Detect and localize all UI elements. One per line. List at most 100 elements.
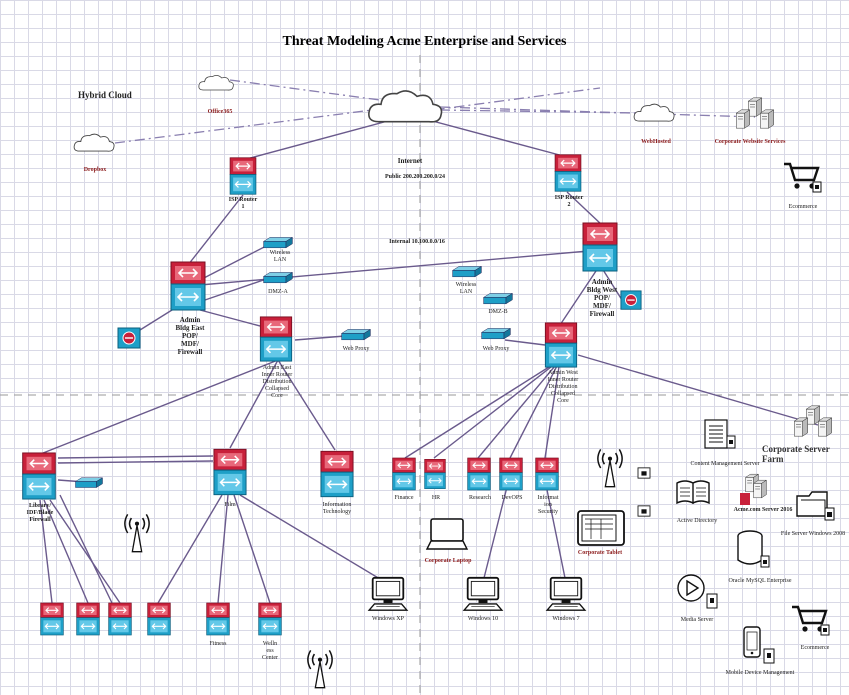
dropbox-cloud-icon xyxy=(73,133,115,152)
admin-east-firewall-icon xyxy=(117,327,141,349)
corporate-tablet-icon xyxy=(577,510,625,546)
internet-label: Internet xyxy=(397,157,423,165)
public-subnet-label: Public 200.200.200.0/24 xyxy=(384,174,445,180)
finance-router-icon xyxy=(392,457,416,491)
webhosted-label: WebHosted xyxy=(641,139,671,145)
admin-east-router-icon xyxy=(170,261,206,311)
isp-router-1-icon xyxy=(229,157,257,195)
it-label: Information Technology xyxy=(322,502,352,515)
acme-server-label: Acme.com Server 2016 xyxy=(733,507,793,513)
wireless-antenna-icon xyxy=(307,649,333,689)
admin-east-label: Admin Bldg East POP/ MDF/ Firewall xyxy=(175,316,205,356)
windows-7-label: Windows 7 xyxy=(552,616,580,622)
admin-west-firewall-icon xyxy=(620,290,642,310)
network-links xyxy=(37,114,819,604)
office365-cloud-icon xyxy=(198,74,234,91)
wireless-lan-east-switch-icon xyxy=(263,237,293,249)
fitness-router-icon xyxy=(206,602,230,636)
corporate-tablet-label: Corporate Tablet xyxy=(577,550,623,556)
web-proxy-west-label: Web Proxy xyxy=(482,346,510,352)
wireless-lan-west-label: Wireless LAN xyxy=(455,282,477,295)
wellness-label: Welln ess Center xyxy=(262,641,278,661)
isp-router-1-label: ISP Router 1 xyxy=(228,197,258,210)
ecommerce-top-label: Ecommerce xyxy=(788,204,818,210)
corporate-website-servers-icon xyxy=(736,97,774,129)
wireless-lan-west-switch-icon xyxy=(452,266,482,278)
core-east-label: Admin East Inner Router Distribution Col… xyxy=(261,365,293,399)
dmz-a-label: DMZ-A xyxy=(268,289,288,295)
core-east-router-icon xyxy=(259,316,293,362)
mobile-device-management-icon xyxy=(743,626,775,664)
library-edge-router-3-icon xyxy=(108,602,132,636)
it-router-icon xyxy=(320,450,354,498)
web-proxy-west-icon xyxy=(481,328,511,340)
film-label: Film xyxy=(224,502,236,508)
security-agent-icon xyxy=(637,467,651,479)
dropbox-label: Dropbox xyxy=(83,167,107,173)
ecommerce-cart-icon xyxy=(782,162,822,194)
mysql-database-icon xyxy=(737,530,770,568)
ecommerce-bottom-cart-icon xyxy=(790,605,830,637)
research-router-icon xyxy=(467,457,491,491)
infosec-router-icon xyxy=(535,457,559,491)
web-proxy-east-label: Web Proxy xyxy=(342,346,370,352)
corporate-website-label: Corporate Website Services xyxy=(714,139,786,145)
isp-router-2-label: ISP Router 2 xyxy=(554,195,584,208)
security-agent-icon xyxy=(637,505,651,517)
library-switch-icon xyxy=(75,477,103,488)
mysql-label: Oracle MySQL Enterprise xyxy=(728,578,792,584)
dmz-b-label: DMZ-B xyxy=(488,309,508,315)
windows-7-workstation-icon xyxy=(546,576,586,612)
devops-router-icon xyxy=(499,457,523,491)
library-edge-router-1-icon xyxy=(40,602,64,636)
active-directory-label: Active Directory xyxy=(676,518,718,524)
file-server-folder-icon xyxy=(796,491,835,521)
dmz-a-switch-icon xyxy=(263,272,293,284)
dmz-b-switch-icon xyxy=(483,293,513,305)
corporate-server-farm-icon xyxy=(794,405,832,437)
diagram-title: Threat Modeling Acme Enterprise and Serv… xyxy=(282,34,567,49)
admin-west-router-icon xyxy=(582,222,618,272)
file-server-label: File Server Windows 2008 xyxy=(780,531,846,537)
corporate-laptop-icon xyxy=(425,518,469,550)
windows-10-label: Windows 10 xyxy=(467,616,499,622)
windows-xp-workstation-icon xyxy=(368,576,408,612)
isp-router-2-icon xyxy=(554,154,582,192)
ecommerce-bottom-label: Ecommerce xyxy=(800,645,830,651)
hr-label: HR xyxy=(431,495,441,501)
research-label: Research xyxy=(469,495,491,501)
web-proxy-east-icon xyxy=(341,329,371,341)
wellness-router-icon xyxy=(258,602,282,636)
internet-cloud-icon xyxy=(367,89,443,123)
library-edge-router-2-icon xyxy=(76,602,100,636)
windows-10-workstation-icon xyxy=(463,576,503,612)
mdm-label: Mobile Device Management xyxy=(725,670,795,676)
core-west-router-icon xyxy=(544,322,578,368)
core-west-label: Admin West Inner Router Distribution Col… xyxy=(547,370,579,404)
corporate-laptop-label: Corporate Laptop xyxy=(424,558,472,564)
film-edge-router-icon xyxy=(147,602,171,636)
windows-xp-label: Windows XP xyxy=(372,616,404,622)
office365-label: Office365 xyxy=(207,109,233,115)
cms-label: Content Management Server xyxy=(690,461,760,467)
wireless-antenna-icon xyxy=(597,448,623,488)
internal-subnet-label: Internal 10.100.0.0/16 xyxy=(389,239,445,245)
content-management-server-icon xyxy=(704,419,736,449)
devops-label: DevOPS xyxy=(501,495,523,501)
active-directory-icon xyxy=(676,480,710,505)
hr-router-icon xyxy=(424,458,446,490)
fitness-label: Fitness xyxy=(209,641,227,647)
acme-server-icon xyxy=(740,473,767,505)
webhosted-cloud-icon xyxy=(633,103,675,122)
infosec-label: Informat ion Security xyxy=(537,495,559,515)
film-router-icon xyxy=(213,448,247,496)
library-router-icon xyxy=(21,452,57,500)
hybrid-cloud-label: Hybrid Cloud xyxy=(78,90,132,100)
admin-west-label: Admin Bldg West POP/ MDF/ Firewall xyxy=(586,278,618,318)
library-label: Library/ IDF/Blade Firewall xyxy=(26,503,54,523)
wireless-antenna-icon xyxy=(124,513,150,553)
wireless-lan-east-label: Wireless LAN xyxy=(269,250,291,263)
media-server-icon xyxy=(677,574,718,609)
